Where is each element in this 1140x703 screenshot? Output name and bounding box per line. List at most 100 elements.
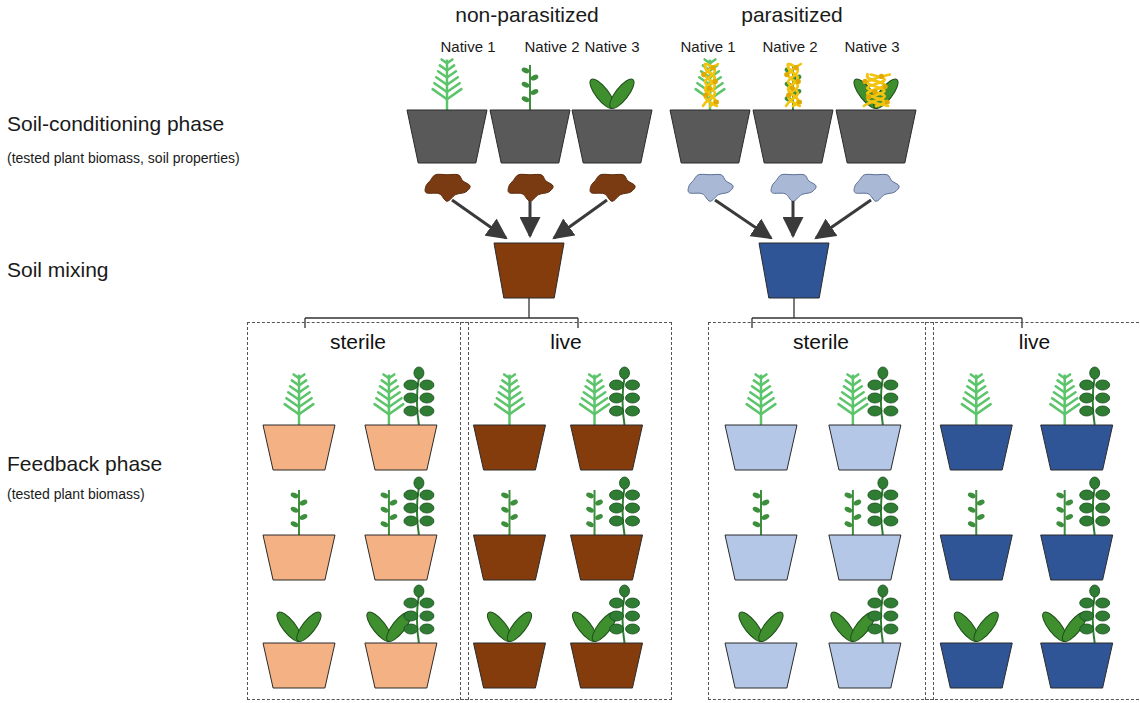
- fern-leaflet: [976, 374, 981, 378]
- sprout-leaf: [1055, 506, 1064, 514]
- soil-clump: [425, 174, 470, 201]
- fern-leaflet: [1065, 374, 1070, 378]
- feedback-pot: [725, 425, 797, 470]
- invader-leaf: [1090, 585, 1100, 597]
- feedback-pot: [474, 643, 546, 688]
- fern-leaflet: [510, 374, 515, 378]
- sprout-leaf: [290, 506, 299, 514]
- conditioning-pot: [572, 110, 652, 163]
- soil-clump: [688, 174, 733, 201]
- invader-leaf: [868, 393, 882, 403]
- fern-leaflet: [584, 392, 595, 400]
- invader-leaf: [420, 503, 434, 513]
- fern-leaflet: [967, 386, 976, 392]
- sprout-leaf: [761, 513, 770, 521]
- fern-leaflet: [290, 386, 299, 392]
- plant-label: Native 1: [680, 38, 735, 55]
- sprout-leaf: [1064, 513, 1073, 521]
- box-heading: live: [461, 323, 671, 354]
- invader-leaf: [610, 503, 624, 513]
- feedback-pot: [1041, 643, 1113, 688]
- dodder-flower: [701, 72, 706, 77]
- dodder-flower: [883, 84, 888, 89]
- invader-leaf: [1080, 406, 1094, 416]
- sprout-leaf: [594, 513, 603, 521]
- fern-leaflet: [976, 380, 983, 385]
- dodder-flower: [879, 74, 884, 79]
- fern-leaflet: [1056, 386, 1065, 392]
- invader-leaf: [1096, 516, 1110, 526]
- sprout-leaf: [853, 513, 862, 521]
- fern-leaflet: [976, 386, 985, 392]
- invader-leaf: [404, 380, 418, 390]
- invader-leaf: [884, 611, 898, 621]
- invader-leaf: [610, 611, 624, 621]
- fern-leaflet: [754, 380, 761, 385]
- feedback-pot: [829, 643, 901, 688]
- sprout-leaf: [1064, 499, 1073, 507]
- fern-leaflet: [586, 386, 595, 392]
- fern-leaflet: [595, 374, 600, 378]
- soil-clump: [590, 174, 635, 201]
- invader-leaf: [1080, 380, 1094, 390]
- conditioning-pot: [670, 110, 750, 163]
- sprout-stem: [388, 490, 390, 535]
- dodder-flower: [707, 86, 712, 91]
- fern-leaflet: [1054, 392, 1065, 400]
- fern-leaflet: [447, 71, 456, 77]
- feedback-pot: [263, 535, 335, 580]
- sprout-leaf: [380, 506, 389, 514]
- invader-leaf: [626, 490, 640, 500]
- broad-leaf: [970, 609, 1002, 645]
- invader-leaf: [1096, 503, 1110, 513]
- fern-leaflet: [447, 65, 454, 70]
- fern-leaflet: [761, 392, 772, 400]
- invader-leaf: [1090, 367, 1100, 379]
- fern-leaflet: [761, 374, 766, 378]
- feedback-pot: [940, 425, 1012, 470]
- sprout-leaf: [967, 520, 976, 528]
- invader-leaf: [884, 406, 898, 416]
- sprout-stem: [529, 65, 531, 110]
- sprout-leaf: [290, 520, 299, 528]
- treatment-box: live: [925, 322, 1140, 700]
- dodder-flower: [862, 79, 867, 84]
- dodder-strand: [867, 75, 885, 107]
- dodder-flower: [713, 79, 718, 84]
- sprout-leaf: [521, 66, 530, 74]
- invader-leaf: [1096, 380, 1110, 390]
- feedback-pot: [725, 643, 797, 688]
- fern-leaflet: [595, 380, 602, 385]
- sprout-leaf: [1055, 491, 1064, 499]
- fern-leaflet: [846, 380, 853, 385]
- fern-leaflet: [299, 380, 306, 385]
- invader-leaf: [610, 406, 624, 416]
- sprout-leaf: [594, 499, 603, 507]
- box-heading: live: [926, 323, 1140, 354]
- fern-leaflet: [752, 386, 761, 392]
- fern-leaflet: [389, 380, 396, 385]
- sprout-leaf: [752, 506, 761, 514]
- fern-leaflet: [292, 380, 299, 385]
- phase-label: Feedback phase: [7, 452, 162, 476]
- feedback-pot: [829, 535, 901, 580]
- treatment-box: sterile: [247, 322, 469, 700]
- invader-leaf: [1080, 490, 1094, 500]
- fern-leaflet: [710, 59, 715, 63]
- invader-leaf: [626, 406, 640, 416]
- fern-leaflet: [842, 392, 853, 400]
- feedback-pot: [1041, 535, 1113, 580]
- sprout-leaf: [844, 520, 853, 528]
- sprout-leaf: [290, 491, 299, 499]
- sprout-leaf: [521, 95, 530, 103]
- feedback-pot: [571, 643, 643, 688]
- conditioning-pot: [753, 110, 833, 163]
- mixing-pot: [494, 243, 564, 298]
- sprout-stem: [509, 490, 511, 535]
- fern-leaflet: [499, 392, 510, 400]
- invader-leaf: [404, 516, 418, 526]
- invader-leaf: [414, 367, 424, 379]
- fern-leaflet: [299, 392, 310, 400]
- mixing-pot: [759, 243, 829, 298]
